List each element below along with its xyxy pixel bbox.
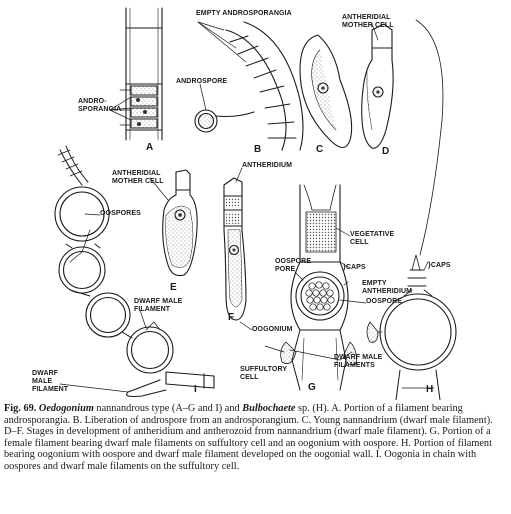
panel-letter-c: C (316, 144, 324, 155)
caption-genus-oedogonium: Oedogonium (38, 403, 94, 414)
label-androspore: ANDROSPORE (176, 78, 228, 85)
label-empty-androsporangia: EMPTY ANDROSPORANGIA (196, 10, 292, 17)
label-dwarf-male-filament-left: DWARF MALE FILAMENT (32, 370, 69, 393)
label-oogonium: OOGONIUM (252, 326, 293, 333)
panel-letter-e: E (170, 282, 177, 293)
label-androsporangia: ANDRO- SPORANGIA (78, 98, 122, 113)
caption-text-part2: sp. (H). A. Portion of a filament bearin… (4, 403, 493, 472)
panel-i-oogonia-chain (54, 145, 215, 398)
figure-caption: Fig. 69. Oedogonium nannandrous type (A–… (4, 403, 507, 473)
panel-letter-f: F (228, 312, 235, 323)
label-dwarf-male-filament-i: DWARF MALE FILAMENT (134, 298, 183, 313)
label-oospore-pore: OOSPORE PORE (275, 258, 312, 273)
label-caps-g: }CAPS (343, 264, 366, 271)
panel-d-antheridial-cell (361, 23, 394, 149)
caption-figure-number: Fig. 69. (4, 403, 37, 414)
label-oospores: OOSPORES (100, 210, 141, 217)
oospore-granules (305, 281, 335, 311)
label-oospore: OOSPORE (366, 298, 403, 305)
leader-lines (59, 21, 429, 393)
label-dwarf-male-filaments: DWARF MALE FILAMENTS (334, 354, 383, 369)
panel-e-antheridial-cell (162, 169, 198, 277)
panel-letter-b: B (254, 144, 262, 155)
botanical-illustration (54, 7, 457, 400)
label-vegetative-cell: VEGETATIVE CELL (350, 231, 395, 246)
label-antheridial-mother-cell-mid: ANTHERIDIAL MOTHER CELL (112, 170, 164, 185)
panel-a-filament (119, 7, 163, 141)
panel-letter-h: H (426, 384, 434, 395)
label-antheridium: ANTHERIDIUM (242, 162, 293, 169)
panel-b-filament (194, 21, 304, 151)
panel-letter-a: A (146, 142, 154, 153)
label-antheridial-mother-cell-top: ANTHERIDIAL MOTHER CELL (342, 14, 394, 29)
panel-letter-d: D (382, 146, 390, 157)
label-empty-antheridium: EMPTY ANTHERIDIUM (362, 280, 413, 295)
caption-genus-bulbochaete: Bulbochaete (242, 403, 296, 414)
panel-letter-i: I (194, 384, 197, 395)
label-caps-h: }CAPS (428, 262, 451, 269)
panel-f-antheridium (223, 177, 247, 321)
panel-letter-g: G (308, 382, 316, 393)
panel-h-bulbochaete (366, 19, 457, 400)
caption-text-part1: nannandrous type (A–G and I) and (93, 403, 243, 414)
label-suffultory-cell: SUFFULTORY CELL (240, 366, 288, 381)
panel-c-nannandrium (299, 34, 353, 149)
